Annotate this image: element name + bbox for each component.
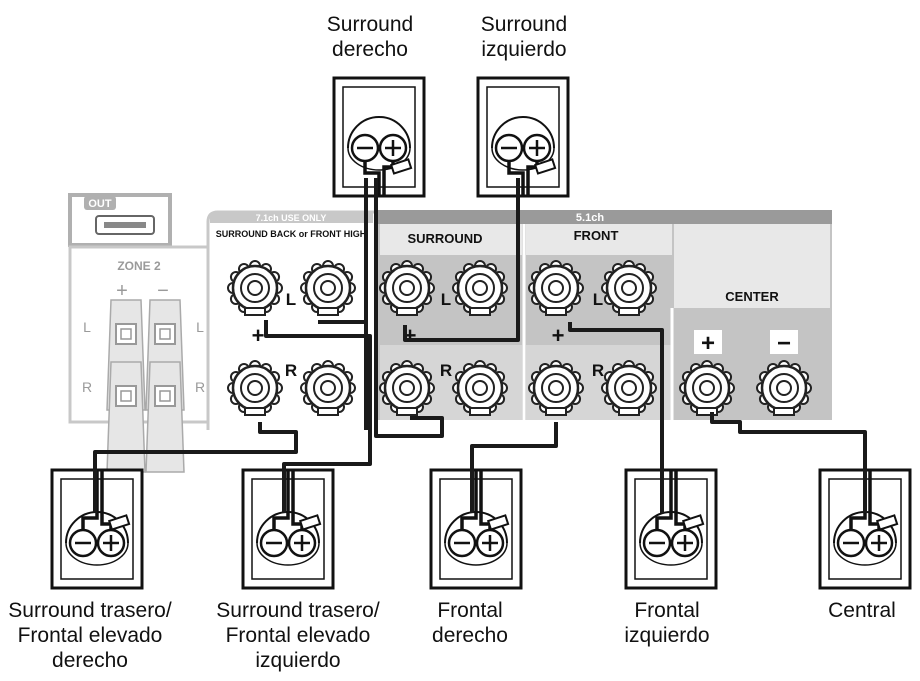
sb-letter-l: L — [286, 290, 296, 309]
terminal-sb-l-minus — [300, 260, 356, 316]
zone2-plus: + — [116, 280, 128, 302]
speaker-center — [818, 468, 912, 590]
center-sign-boxes: + − — [694, 330, 798, 357]
terminal-front-r-plus — [528, 360, 584, 416]
sb-plus: + — [252, 323, 265, 348]
terminal-center-minus — [756, 360, 812, 416]
terminal-center-plus — [679, 360, 735, 416]
center-minus: − — [777, 330, 791, 357]
zone2-r-left: R — [82, 379, 92, 395]
front-plus: + — [552, 323, 565, 348]
cable-surround-left — [403, 178, 520, 342]
terminal-surround-l-plus — [379, 260, 435, 316]
speaker-front-right — [429, 468, 523, 590]
speaker-surround-left — [476, 76, 570, 198]
label-center: Central — [828, 599, 896, 622]
cable-surround-r-wire — [374, 178, 444, 438]
surround-letter-l: L — [441, 290, 451, 309]
terminal-sb-r-minus — [300, 360, 356, 416]
label-front-left: Frontal izquierdo — [624, 599, 710, 647]
cable-sb-right — [93, 422, 298, 513]
label-front-right: Frontal derecho — [432, 599, 508, 647]
terminal-surround-r-plus — [379, 360, 435, 416]
surround-back-section: 7.1ch USE ONLY SURROUND BACK or FRONT HI… — [206, 210, 374, 430]
hdmi-out-section: OUT — [68, 193, 172, 247]
surround-letter-r: R — [440, 361, 452, 380]
terminal-surround-l-minus — [452, 260, 508, 316]
center-title: CENTER — [725, 289, 779, 304]
label-surround-right: Surround derecho — [326, 13, 414, 61]
sb-letter-r: R — [285, 361, 297, 380]
terminal-surround-r-minus — [452, 360, 508, 416]
zone2-label: ZONE 2 — [117, 259, 161, 273]
cable-center — [710, 412, 867, 513]
front-letter-r: R — [592, 361, 604, 380]
cable-front-right — [470, 422, 558, 513]
front-title: FRONT — [574, 228, 619, 243]
zone2-minus: − — [157, 280, 169, 302]
center-plus: + — [701, 330, 715, 357]
sb-title: SURROUND BACK or FRONT HIGH — [216, 229, 367, 239]
speaker-surround-right — [332, 76, 426, 198]
terminal-front-r-minus — [601, 360, 657, 416]
zone2-terminals — [106, 299, 185, 473]
speaker-front-left — [624, 468, 718, 590]
sb-header: 7.1ch USE ONLY — [256, 213, 327, 223]
cable-surround-right — [318, 178, 368, 430]
terminal-sb-l-plus — [227, 260, 283, 316]
label-sb-right: Surround trasero/ Frontal elevado derech… — [8, 599, 172, 672]
terminal-front-l-minus — [601, 260, 657, 316]
zone2-l-left: L — [83, 319, 91, 335]
terminal-sb-r-plus — [227, 360, 283, 416]
speaker-sb-left — [241, 468, 335, 590]
label-sb-left: Surround trasero/ Frontal elevado izquie… — [216, 599, 380, 672]
hdmi-out-label: OUT — [88, 198, 112, 210]
zone2-terminal — [145, 361, 185, 473]
zone2-l-right: L — [196, 319, 204, 335]
label-surround-left: Surround izquierdo — [480, 13, 568, 61]
speaker-cables — [93, 178, 867, 513]
ch51-label: 5.1ch — [576, 212, 604, 224]
zone2-section: ZONE 2 + − L L R R — [68, 245, 210, 473]
cable-sb-left — [264, 320, 372, 513]
terminal-front-l-plus — [528, 260, 584, 316]
zone2-r-right: R — [195, 379, 205, 395]
cable-front-left — [568, 322, 664, 513]
center-title-block — [674, 224, 830, 308]
zone2-terminal — [106, 361, 146, 473]
binding-post-terminals — [227, 260, 812, 416]
front-letter-l: L — [593, 290, 603, 309]
speaker-boxes — [50, 76, 912, 590]
surround-title: SURROUND — [407, 231, 482, 246]
